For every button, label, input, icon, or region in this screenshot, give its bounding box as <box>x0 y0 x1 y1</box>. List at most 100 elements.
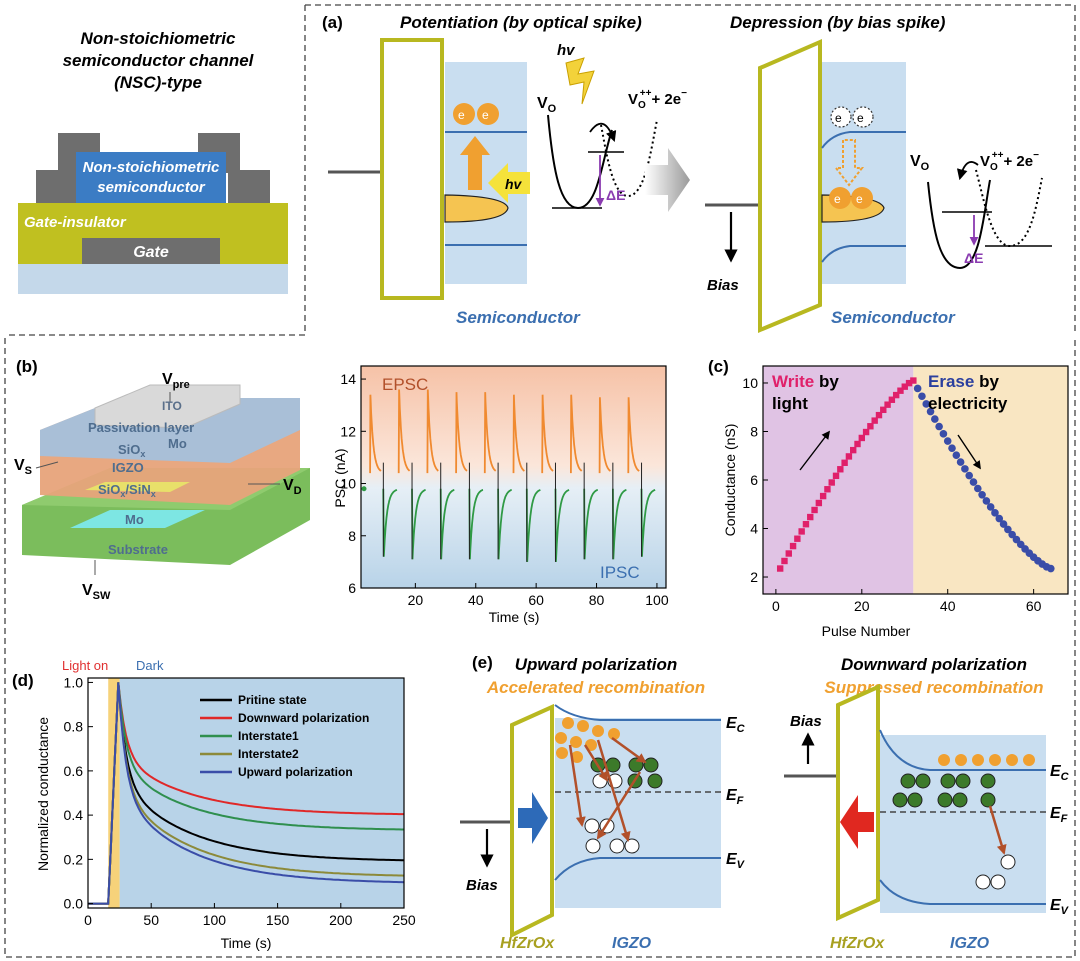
write-point <box>832 472 840 480</box>
ipsc-pulse <box>612 488 627 560</box>
epsc-pulse <box>541 394 554 474</box>
up-ec-label: EC <box>726 715 746 735</box>
d-xtick-label: 150 <box>266 912 290 928</box>
write-trend-arrow <box>799 430 831 471</box>
ipsc-pulse <box>554 488 570 562</box>
dark-label: Dark <box>136 658 164 673</box>
psc-xtick-label: 40 <box>468 592 484 608</box>
write-point <box>897 387 904 394</box>
write-point <box>798 528 805 535</box>
erase-point <box>939 430 948 438</box>
nsc-semiconductor-line1: Non-stoichiometric <box>83 159 220 176</box>
light-on-label: Light on <box>62 658 108 673</box>
erase-point <box>991 509 999 517</box>
d-xtick-label: 200 <box>329 912 353 928</box>
d-frame <box>87 677 405 909</box>
decay-curve <box>88 682 404 905</box>
write-point <box>901 383 908 390</box>
d-xtick-label: 0 <box>84 912 92 928</box>
legend-label: Downward polarization <box>238 711 369 725</box>
epsc-pulse <box>397 389 411 474</box>
d-ylabel: Normalized conductance <box>35 717 51 871</box>
erase-point <box>982 497 991 505</box>
vo-plus-label-left: VO+++ 2e− <box>628 88 687 111</box>
electron-a1 <box>453 103 475 125</box>
v-d-label: VD <box>283 477 302 497</box>
ito-layer <box>94 384 241 429</box>
ipsc-pulse <box>439 488 455 560</box>
siox-label: SiOx <box>118 442 145 459</box>
erase-point <box>1008 530 1016 539</box>
panel-a-label: (a) <box>322 13 343 32</box>
down-igzo-label: IGZO <box>950 935 990 952</box>
vo-plus-label-right: VO+++ 2e− <box>980 150 1039 173</box>
epsc-pulse <box>598 397 612 474</box>
erase-point <box>935 422 943 431</box>
c-xlabel: Pulse Number <box>822 623 911 639</box>
down-bias-label: Bias <box>790 713 822 730</box>
erase-point <box>926 407 935 416</box>
empty-state-2 <box>852 106 874 128</box>
igzo-layer <box>85 482 190 492</box>
nsc-semiconductor <box>76 152 226 203</box>
up-electrons <box>555 717 620 763</box>
write-point <box>819 492 827 500</box>
erase-point <box>999 520 1008 528</box>
epsc-pulse <box>570 394 583 474</box>
c-ylabel: Conductance (nS) <box>722 424 738 537</box>
write-point <box>905 379 913 387</box>
up-conduction-band <box>554 704 721 721</box>
down-recombination-arrow <box>988 805 1007 855</box>
erase-point <box>995 514 1004 523</box>
up-recombination-arrows <box>568 736 647 842</box>
write-point <box>807 513 814 521</box>
c-ytick-label: 10 <box>742 375 758 391</box>
lightning-icon <box>565 57 595 105</box>
substrate-label: Substrate <box>108 542 168 557</box>
write-point <box>867 423 874 430</box>
ipsc-pulse <box>525 488 541 562</box>
erase-point <box>931 415 939 423</box>
write-point <box>862 428 870 436</box>
hv-arrow-left <box>488 163 530 203</box>
electron-a2 <box>477 103 499 125</box>
psc-ytick-label: 6 <box>348 580 356 596</box>
write-point <box>910 377 917 384</box>
down-title: Downward polarization <box>841 655 1027 674</box>
write-point <box>837 466 844 473</box>
c-xtick-label: 60 <box>1026 598 1042 614</box>
write-point <box>828 479 835 486</box>
write-point <box>815 499 823 507</box>
d-ytick-label: 0.2 <box>64 851 84 867</box>
erase-point <box>965 471 973 480</box>
erase-point <box>948 444 956 452</box>
write-text: Write by <box>772 372 839 391</box>
write-point <box>781 557 788 565</box>
psc-ylabel: PSC (nA) <box>332 448 348 507</box>
vo-label-right: VO <box>910 153 930 173</box>
legend-label: Interstate1 <box>238 729 299 743</box>
d-ytick-label: 0.8 <box>64 719 84 735</box>
write-point <box>880 406 887 414</box>
insulator-left <box>380 38 444 300</box>
psc-xtick-label: 20 <box>408 592 424 608</box>
vo-label-left: VO <box>537 95 557 115</box>
erase-point <box>918 392 926 401</box>
nsc-title-line2: semiconductor channel <box>63 51 255 70</box>
up-polarization-arrow <box>518 792 548 844</box>
legend-label: Upward polarization <box>238 765 353 779</box>
ipsc-pulse <box>411 488 426 560</box>
write-point <box>794 535 801 542</box>
nsc-substrate <box>18 264 288 294</box>
nsc-title-line3: (NSC)-type <box>114 73 202 92</box>
write-point <box>785 550 792 557</box>
bias-label-a: Bias <box>707 277 739 294</box>
up-ev-label: EV <box>726 851 746 871</box>
conduction-band-right <box>821 131 906 149</box>
v-s-label: VS <box>14 457 32 477</box>
erase-point <box>978 490 986 499</box>
ipsc-pulse <box>640 488 656 557</box>
